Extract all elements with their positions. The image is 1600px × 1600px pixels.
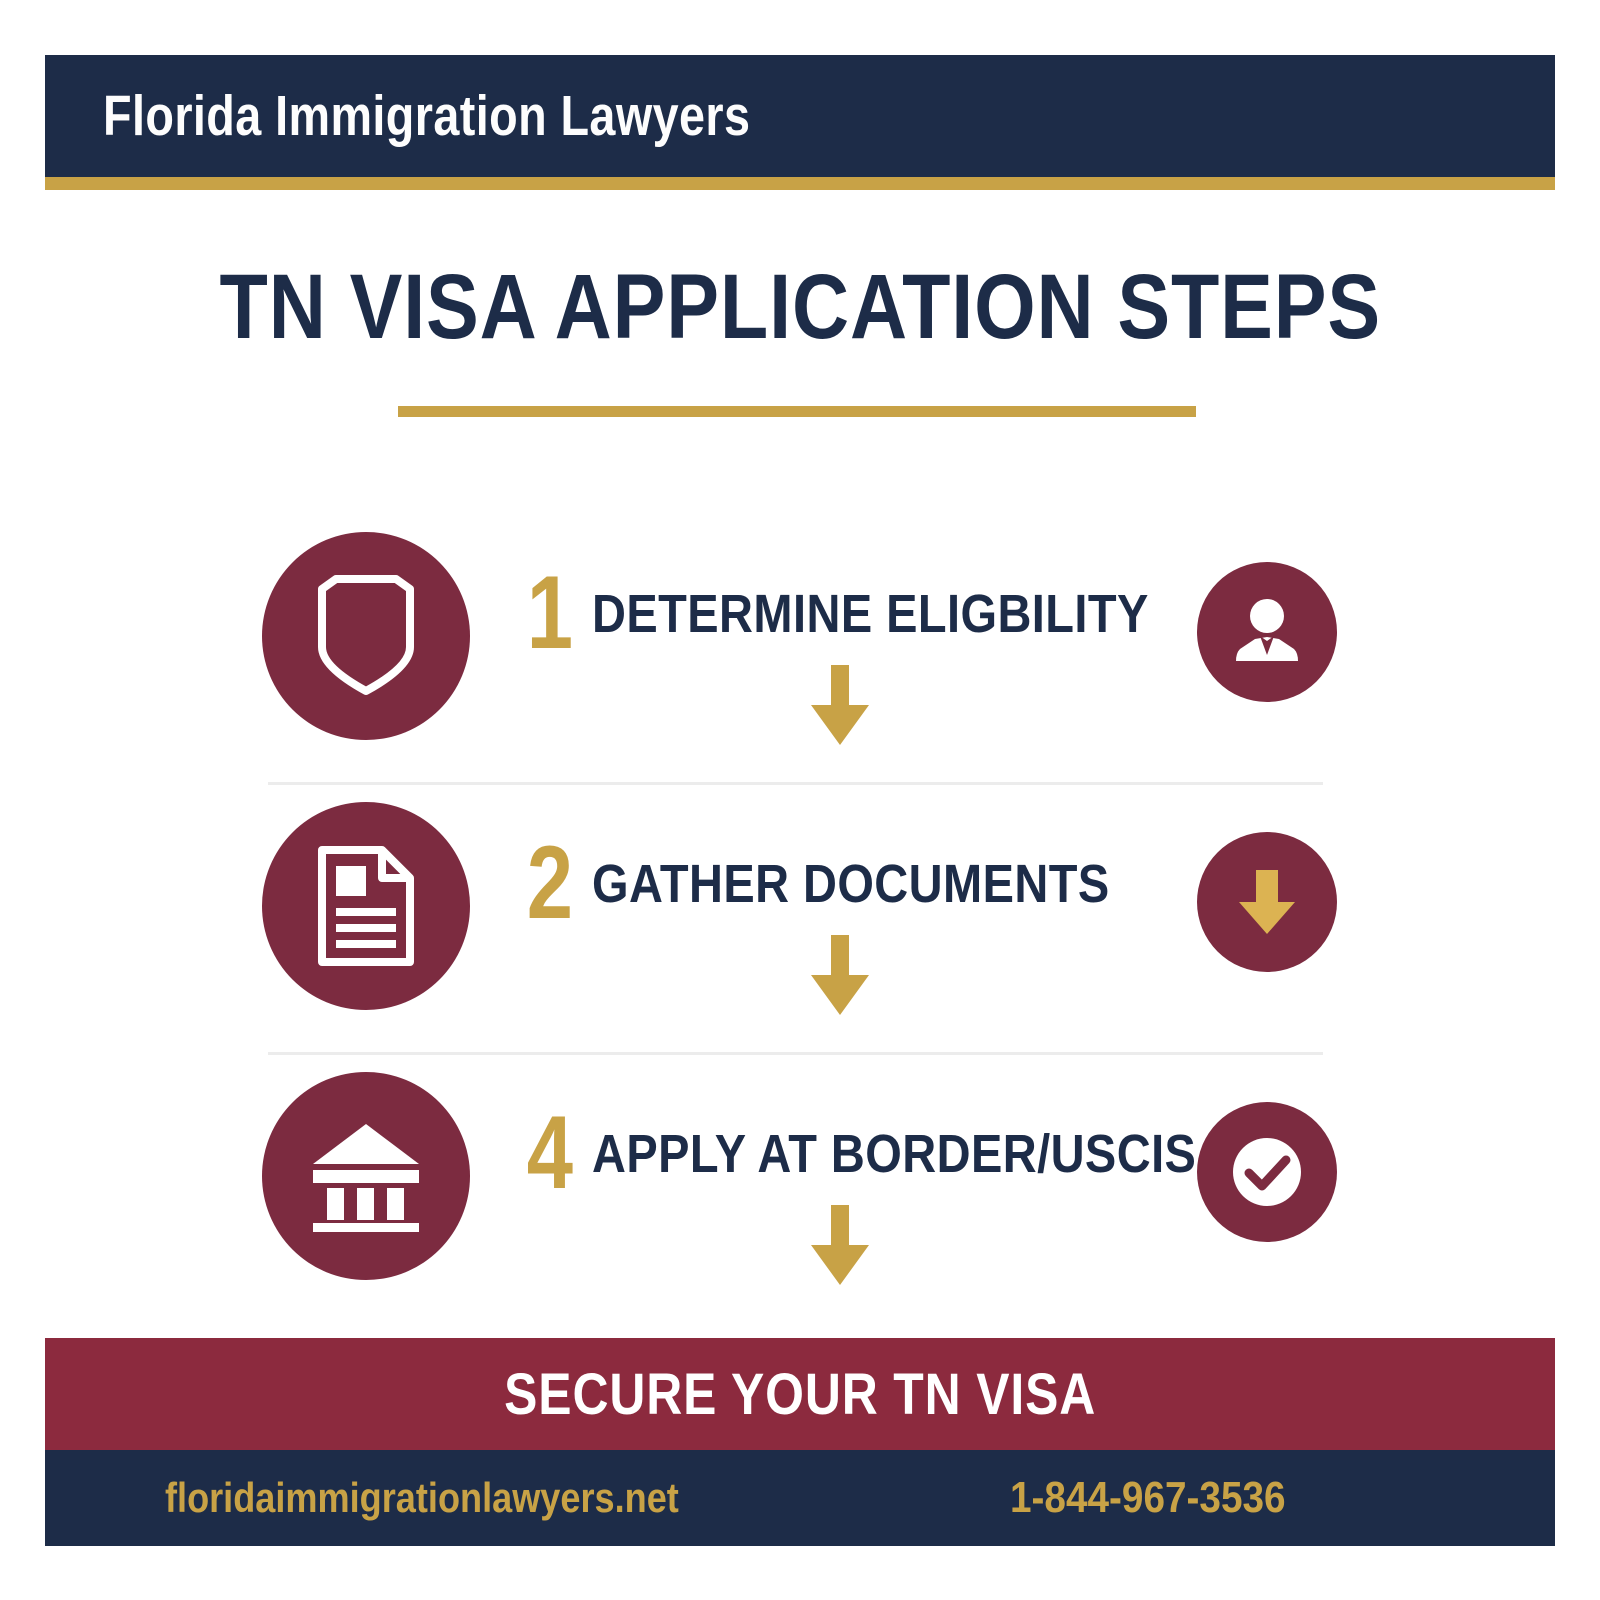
step-number-text: 4 xyxy=(526,1095,574,1211)
step-number: 4 xyxy=(505,1101,595,1205)
page-title-text: TN VISA APPLICATION STEPS xyxy=(219,256,1381,358)
step-divider xyxy=(268,782,1323,785)
arrow-down-icon xyxy=(811,935,869,1015)
step-accent-circle xyxy=(1197,832,1337,972)
arrow-down-icon xyxy=(811,1205,869,1285)
phone-link[interactable]: 1-844-967-3536 xyxy=(1010,1473,1323,1523)
step-label: APPLY AT BORDER/USCIS xyxy=(592,1127,1287,1181)
step-icon-circle xyxy=(262,532,470,740)
step-number-text: 2 xyxy=(526,825,574,941)
download-arrow-icon xyxy=(1239,870,1295,934)
step-row: 4 APPLY AT BORDER/USCIS xyxy=(0,1055,1600,1325)
step-row: 2 GATHER DOCUMENTS xyxy=(0,785,1600,1055)
check-circle-icon xyxy=(1233,1138,1301,1206)
step-accent-circle xyxy=(1197,562,1337,702)
cta-band[interactable]: SECURE YOUR TN VISA xyxy=(45,1338,1555,1450)
page-title: TN VISA APPLICATION STEPS xyxy=(0,255,1600,360)
step-number-text: 1 xyxy=(526,555,574,671)
phone-text: 1-844-967-3536 xyxy=(1010,1473,1286,1522)
brand-name: Florida Immigration Lawyers xyxy=(103,84,751,148)
website-link[interactable]: floridaimmigrationlawyers.net xyxy=(165,1474,762,1522)
document-icon xyxy=(318,846,414,966)
step-row: 1 DETERMINE ELIGBILITY xyxy=(0,515,1600,785)
header-bar: Florida Immigration Lawyers xyxy=(45,55,1555,177)
header-gold-accent xyxy=(45,177,1555,190)
arrow-down-icon xyxy=(811,665,869,745)
step-label: DETERMINE ELIGBILITY xyxy=(592,587,1232,641)
contact-band: floridaimmigrationlawyers.net 1-844-967-… xyxy=(45,1450,1555,1546)
steps-list: 1 DETERMINE ELIGBILITY xyxy=(0,515,1600,1325)
step-label-text: GATHER DOCUMENTS xyxy=(592,854,1110,914)
step-divider xyxy=(268,1052,1323,1055)
person-icon xyxy=(1236,599,1298,661)
title-underline-rule xyxy=(398,406,1196,417)
cta-label: SECURE YOUR TN VISA xyxy=(504,1361,1096,1427)
bank-icon xyxy=(313,1124,419,1232)
step-icon-circle xyxy=(262,1072,470,1280)
step-label-text: DETERMINE ELIGBILITY xyxy=(592,584,1149,644)
step-icon-circle xyxy=(262,802,470,1010)
step-accent-circle xyxy=(1197,1102,1337,1242)
cta-text: SECURE YOUR TN VISA xyxy=(456,1361,1144,1428)
website-text: floridaimmigrationlawyers.net xyxy=(165,1474,679,1521)
step-label: GATHER DOCUMENTS xyxy=(592,857,1187,911)
shield-icon xyxy=(318,575,414,695)
step-number: 2 xyxy=(505,831,595,935)
step-label-text: APPLY AT BORDER/USCIS xyxy=(592,1124,1197,1184)
step-number: 1 xyxy=(505,561,595,665)
